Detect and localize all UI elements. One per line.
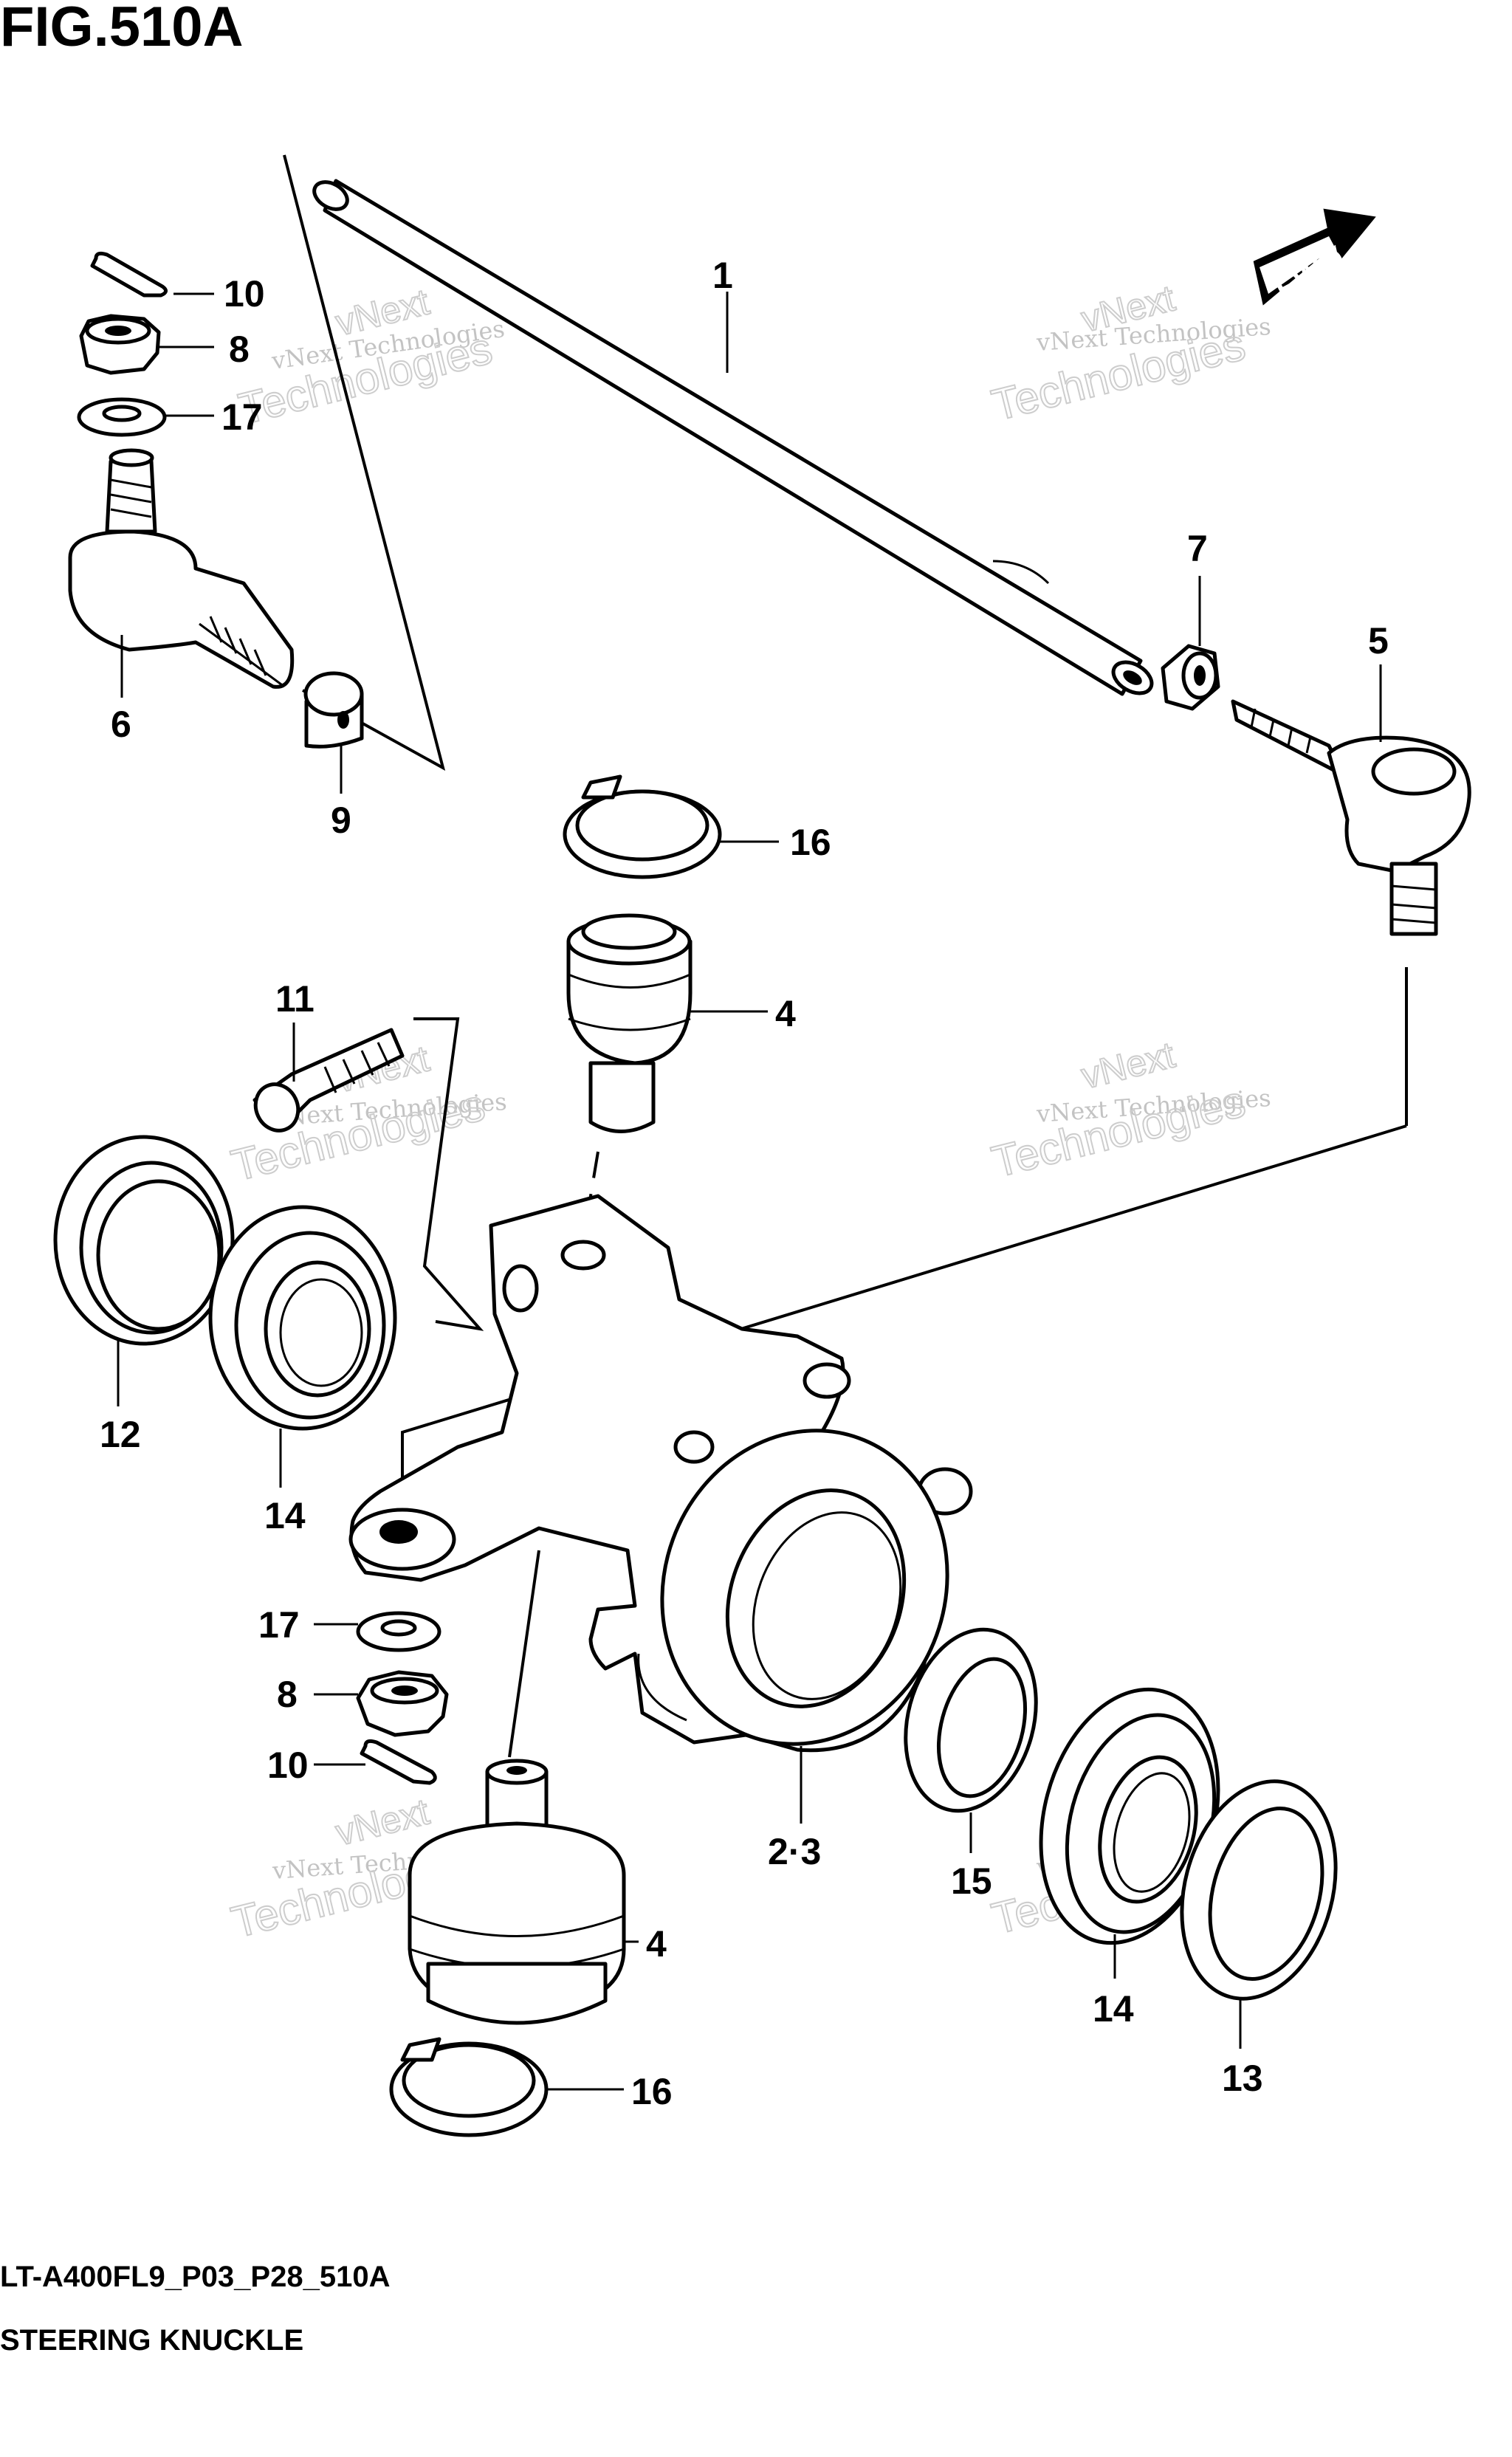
figure-code: LT-A400FL9_P03_P28_510A <box>0 2261 390 2293</box>
figure-name: STEERING KNUCKLE <box>0 2324 303 2357</box>
callouts: 1 10 8 17 6 9 7 5 16 4 11 12 14 17 8 10 … <box>100 255 1389 2112</box>
castle-nut-upper <box>79 314 161 375</box>
callout-8-upper: 8 <box>229 329 250 370</box>
washer-upper <box>77 397 167 437</box>
jam-nut-right <box>1161 644 1220 711</box>
oil-seal-right <box>1180 1779 1338 2001</box>
callout-9: 9 <box>331 800 351 841</box>
leader-lines <box>117 292 1382 2091</box>
ball-joint-upper <box>566 913 693 1133</box>
callout-6: 6 <box>111 704 131 745</box>
castle-nut-lower <box>356 1670 449 1737</box>
callout-7: 7 <box>1187 528 1208 569</box>
snap-ring-upper <box>563 774 722 879</box>
oil-seal-left <box>53 1135 235 1346</box>
callout-17-lower: 17 <box>258 1604 300 1646</box>
callout-1: 1 <box>712 255 733 296</box>
callout-11: 11 <box>275 978 315 1020</box>
callout-16-lower: 16 <box>631 2071 673 2112</box>
steering-knuckle <box>348 1194 973 1753</box>
cotter-pin-upper <box>90 251 168 298</box>
cotter-pin-lower <box>360 1739 437 1785</box>
bearing-right <box>1039 1687 1220 1945</box>
fwd-arrow-icon: FWD <box>1253 208 1376 307</box>
callout-10-upper: 10 <box>224 273 265 315</box>
figure-title: FIG.510A <box>0 0 243 58</box>
callout-14-right: 14 <box>1093 1988 1134 2030</box>
callout-4-lower: 4 <box>646 1923 667 1965</box>
callout-16-upper: 16 <box>790 822 831 863</box>
callout-14-left: 14 <box>264 1495 306 1536</box>
callout-17-upper: 17 <box>221 396 263 438</box>
tie-rod-end-right <box>1231 699 1471 936</box>
tie-rod <box>312 179 1154 696</box>
washer-lower <box>356 1611 441 1652</box>
watermark-text: vNext <box>1077 1034 1179 1096</box>
collar-left <box>303 671 364 749</box>
watermark-text: Technologies <box>987 1076 1250 1187</box>
callout-13: 13 <box>1222 2058 1263 2099</box>
ball-joint-lower <box>408 1759 626 2025</box>
callout-4-upper: 4 <box>775 993 796 1034</box>
callout-8-lower: 8 <box>277 1674 298 1715</box>
callout-2-3: 2·3 <box>768 1831 821 1872</box>
tie-rod-end-left <box>68 448 295 689</box>
callout-10-lower: 10 <box>267 1745 309 1786</box>
callout-5: 5 <box>1368 620 1389 662</box>
bolt-flange <box>252 1028 405 1133</box>
spacer-ring <box>904 1627 1038 1813</box>
callout-12: 12 <box>100 1414 141 1455</box>
watermark-text: vNext <box>331 1790 433 1853</box>
callout-15: 15 <box>951 1860 992 1902</box>
snap-ring-lower <box>389 2037 549 2137</box>
bearing-left <box>208 1205 397 1431</box>
